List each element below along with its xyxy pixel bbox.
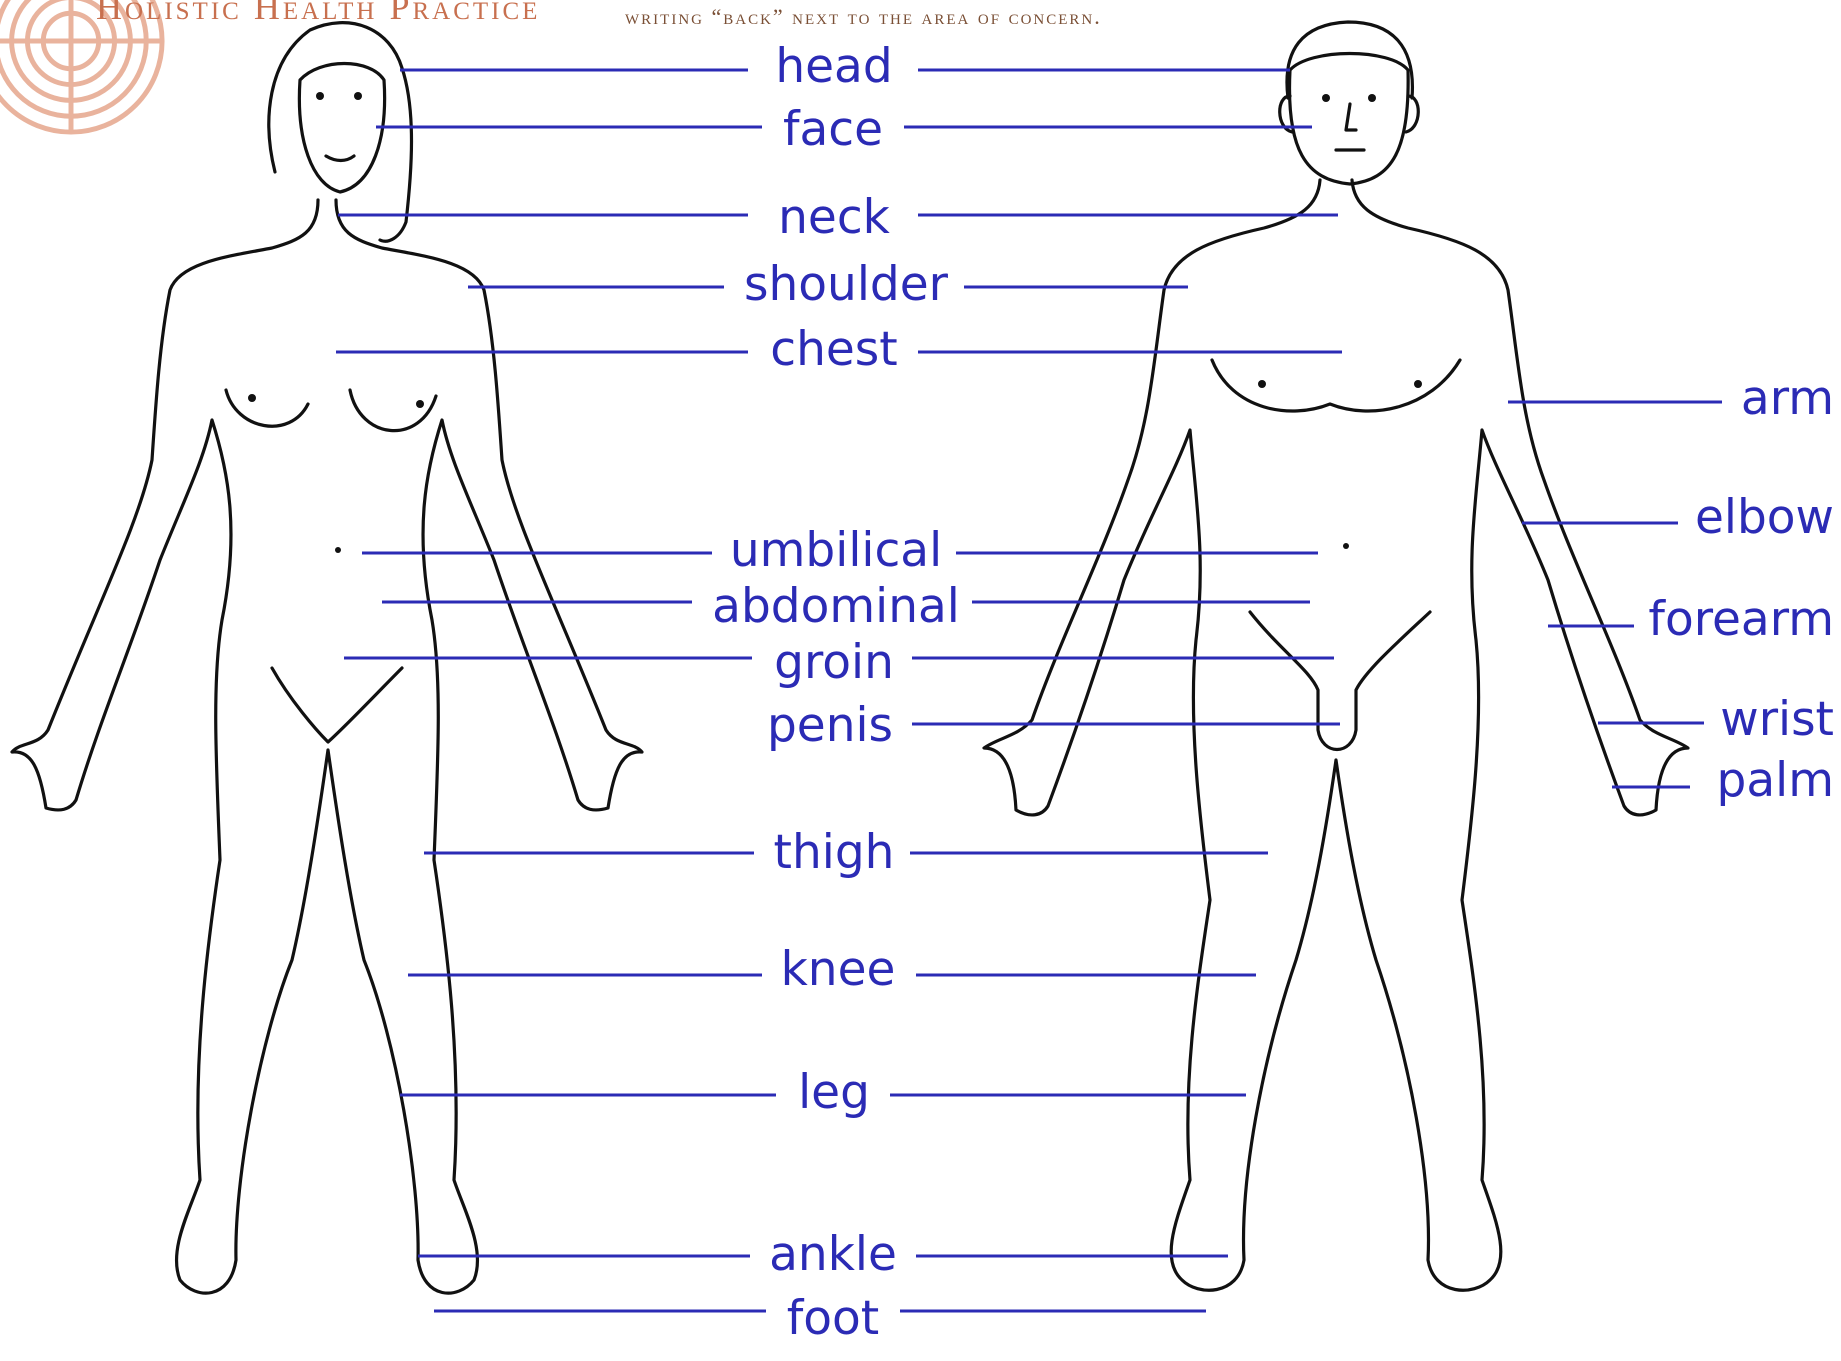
male-groin-detail	[1250, 612, 1430, 750]
male-nipple-right	[1414, 380, 1422, 388]
label-shoulder: shoulder	[744, 257, 949, 312]
female-mouth	[326, 156, 354, 161]
label-neck: neck	[778, 190, 891, 245]
male-figure	[984, 22, 1688, 1290]
label-umbilical: umbilical	[730, 523, 942, 578]
label-thigh: thigh	[774, 825, 895, 880]
label-chest: chest	[770, 322, 897, 377]
label-ankle: ankle	[769, 1227, 897, 1282]
leader-lines	[336, 70, 1722, 1311]
female-eye-left	[316, 92, 324, 100]
label-head: head	[775, 39, 892, 94]
female-hair-outline	[269, 23, 412, 242]
female-head-outline	[299, 64, 384, 193]
label-face: face	[783, 102, 883, 157]
male-eye-right	[1368, 94, 1376, 102]
female-torso-outline	[12, 200, 642, 1293]
label-elbow: elbow	[1695, 490, 1834, 545]
male-torso-outline	[984, 180, 1688, 1290]
male-nose	[1346, 104, 1356, 130]
label-knee: knee	[781, 942, 896, 997]
label-foot: foot	[787, 1291, 880, 1346]
label-wrist: wrist	[1720, 692, 1834, 747]
male-chest-detail	[1212, 360, 1460, 411]
male-nipple-left	[1258, 380, 1266, 388]
label-palm: palm	[1717, 753, 1834, 808]
labels: head face neck shoulder chest umbilical …	[712, 39, 1834, 1346]
female-nipple-left	[248, 394, 256, 402]
male-eye-left	[1322, 94, 1330, 102]
female-navel	[335, 547, 341, 553]
label-arm: arm	[1741, 371, 1834, 426]
label-abdominal: abdominal	[712, 579, 960, 634]
female-groin-detail	[272, 668, 402, 742]
label-forearm: forearm	[1648, 592, 1834, 647]
female-chest-detail	[226, 390, 436, 431]
female-nipple-right	[416, 400, 424, 408]
label-groin: groin	[774, 635, 894, 690]
label-penis: penis	[767, 698, 893, 753]
label-leg: leg	[798, 1065, 870, 1120]
female-eye-right	[354, 92, 362, 100]
male-navel	[1343, 543, 1349, 549]
